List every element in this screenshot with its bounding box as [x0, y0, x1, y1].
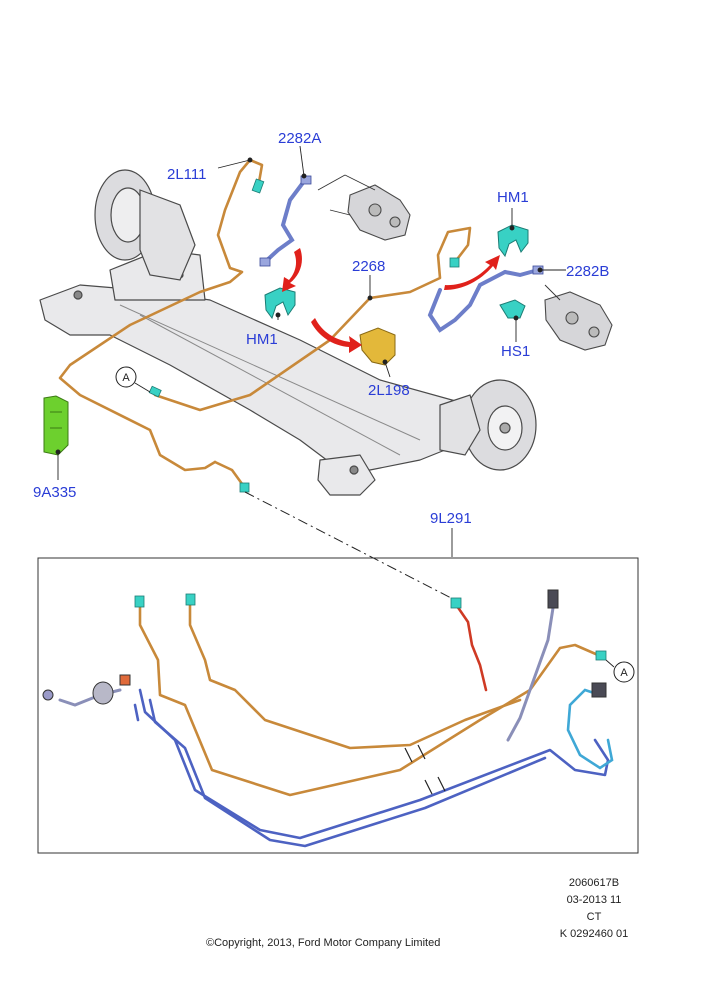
connection-dashdot-line: [244, 491, 456, 601]
line-break-marks: [404, 744, 446, 795]
callout-hs1: HS1: [501, 343, 531, 360]
upper-a-marker-letter: A: [122, 372, 130, 384]
rear-axle-beam: [39, 249, 471, 496]
callout-leaders: [55, 145, 566, 557]
lower-pipe-fittings: [134, 593, 607, 661]
2l198-bracket: [359, 327, 396, 366]
catalog-reference: K 0292460 01: [559, 928, 629, 940]
callout-2282a: 2282A: [278, 130, 322, 147]
callout-2282b: 2282B: [566, 263, 610, 280]
lower-plastic-lines: [133, 688, 610, 848]
region-code: CT: [586, 911, 602, 923]
upper-flex-hoses: [263, 178, 540, 333]
caliper-leader-lines: [317, 174, 561, 301]
upper-a-marker: [115, 366, 151, 393]
copyright-notice: ©Copyright, 2013, Ford Motor Company Lim…: [206, 937, 441, 949]
left-wheel-hub: [94, 169, 196, 281]
drawing-number: 2060617B: [568, 877, 620, 889]
upper-brake-pipes: [58, 158, 472, 490]
callout-2l198: 2L198: [368, 382, 410, 399]
lower-red-pipe-segment: [455, 604, 488, 692]
lower-cyan-line: [566, 688, 614, 770]
callout-2268: 2268: [352, 258, 386, 275]
hs1-bracket: [499, 299, 526, 319]
hm1-bracket-right: [497, 224, 529, 258]
callout-hm1-left: HM1: [246, 331, 278, 348]
right-brake-caliper: [544, 291, 613, 351]
lower-brake-pipes: [138, 603, 600, 797]
right-brake-disc: [439, 379, 537, 471]
date-code: 03-2013 11: [566, 894, 622, 906]
callout-9l291: 9L291: [430, 510, 472, 527]
callout-hm1-right: HM1: [497, 189, 529, 206]
callout-2l111: 2L111: [167, 166, 207, 183]
lower-a-marker-letter: A: [620, 667, 628, 679]
master-cylinder-connector: [42, 589, 607, 705]
red-arrows: [282, 248, 500, 353]
left-brake-caliper: [347, 184, 411, 241]
callout-9a335: 9A335: [33, 484, 77, 501]
9l291-detail-frame: [37, 557, 639, 854]
hm1-bracket-left: [264, 287, 296, 320]
lower-a-marker: [605, 659, 635, 683]
9a335-clip: [43, 395, 69, 456]
upper-pipe-fittings: [148, 178, 460, 493]
